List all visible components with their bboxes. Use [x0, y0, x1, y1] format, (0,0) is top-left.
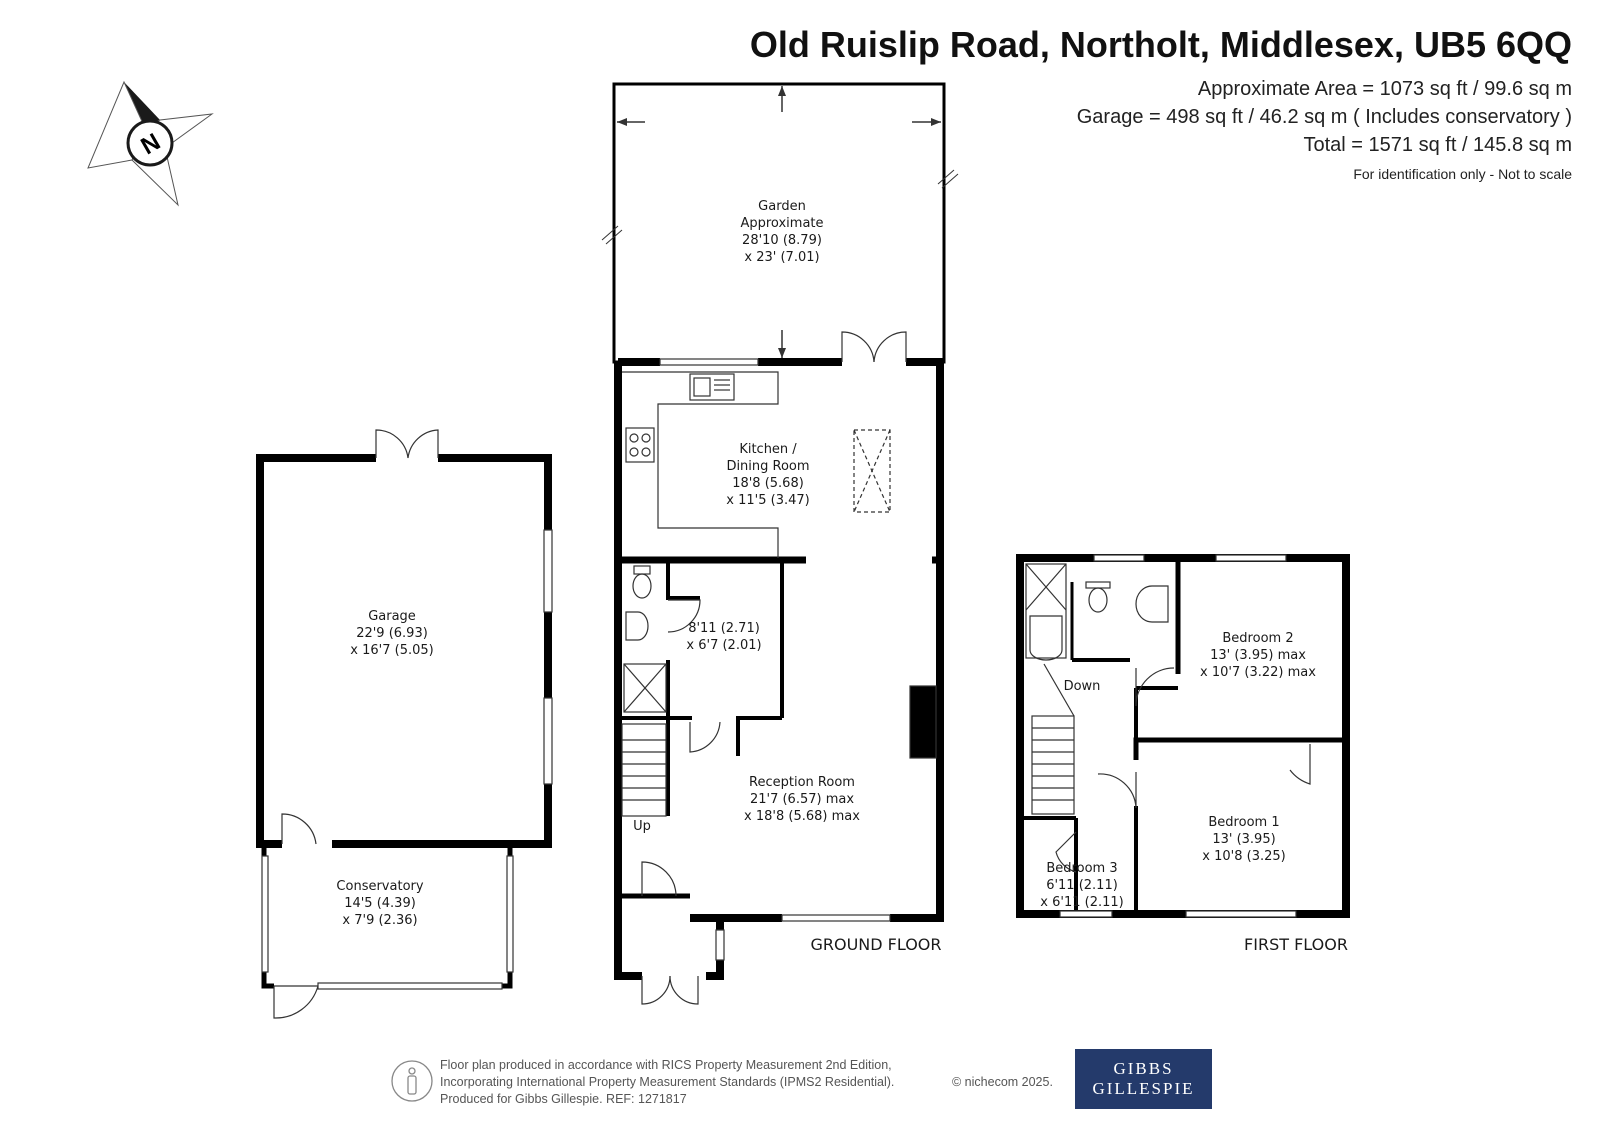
- ground-floor-fixtures: [621, 331, 937, 1005]
- approximate-area: Approximate Area = 1073 sq ft / 99.6 sq …: [1197, 78, 1572, 100]
- garage-fixtures: [281, 429, 553, 845]
- stairs-up-label: Up: [633, 819, 651, 834]
- bedroom2-dim-2: x 10'7 (3.22) max: [1200, 665, 1316, 680]
- bedroom2-dim-1: 13' (3.95) max: [1210, 648, 1306, 663]
- footer-line-1: Floor plan produced in accordance with R…: [440, 1058, 892, 1072]
- garden-label-2: Approximate: [740, 216, 823, 231]
- ground-floor-label: GROUND FLOOR: [810, 935, 941, 954]
- bedroom3-label: Bedroom 3: [1046, 861, 1117, 876]
- footer-line-3: Produced for Gibbs Gillespie. REF: 12718…: [440, 1092, 687, 1106]
- utility-dim-2: x 6'7 (2.01): [686, 638, 761, 653]
- garage-label: Garage: [368, 609, 416, 624]
- garden-dim-1: 28'10 (8.79): [742, 233, 822, 248]
- first-floor-fixtures: [1025, 554, 1311, 918]
- utility-dim-1: 8'11 (2.71): [688, 621, 760, 636]
- bedroom3-dim-2: x 6'11 (2.11): [1040, 895, 1123, 910]
- kitchen-label-2: Dining Room: [726, 459, 809, 474]
- conservatory-dim-2: x 7'9 (2.36): [342, 913, 417, 928]
- bedroom3-dim-1: 6'11 (2.11): [1046, 878, 1118, 893]
- reception-label: Reception Room: [749, 775, 855, 790]
- conservatory-fixtures: [261, 855, 514, 1019]
- copyright: © nichecom 2025.: [952, 1075, 1053, 1089]
- gibbs-gillespie-logo: GIBBS GILLESPIE: [1075, 1049, 1212, 1109]
- kitchen-dim-1: 18'8 (5.68): [732, 476, 804, 491]
- property-address-title: Old Ruislip Road, Northolt, Middlesex, U…: [749, 24, 1572, 65]
- bedroom1-dim-2: x 10'8 (3.25): [1202, 849, 1285, 864]
- person-icon: [391, 1060, 433, 1102]
- bedroom1-label: Bedroom 1: [1208, 815, 1279, 830]
- conservatory-label: Conservatory: [336, 879, 423, 894]
- room-labels: Garden Approximate 28'10 (8.79) x 23' (7…: [336, 199, 1348, 954]
- stairs-down-label: Down: [1064, 679, 1101, 694]
- footer-line-2: Incorporating International Property Mea…: [440, 1075, 895, 1089]
- kitchen-dim-2: x 11'5 (3.47): [726, 493, 809, 508]
- kitchen-label: Kitchen /: [739, 442, 797, 457]
- reception-dim-2: x 18'8 (5.68) max: [744, 809, 860, 824]
- garage-plan: [256, 454, 552, 848]
- first-floor-label: FIRST FLOOR: [1244, 935, 1348, 954]
- identification-note: For identification only - Not to scale: [1353, 166, 1572, 182]
- footer-disclaimer: Floor plan produced in accordance with R…: [440, 1057, 894, 1108]
- logo-line-1: GIBBS: [1113, 1059, 1174, 1078]
- garage-dim-1: 22'9 (6.93): [356, 626, 428, 641]
- reception-dim-1: 21'7 (6.57) max: [750, 792, 854, 807]
- bedroom1-dim-1: 13' (3.95): [1212, 832, 1275, 847]
- compass-icon: N: [87, 80, 214, 207]
- ground-floor-plan: [614, 358, 944, 980]
- garden-label: Garden: [758, 199, 806, 214]
- conservatory-dim-1: 14'5 (4.39): [344, 896, 416, 911]
- logo-line-2: GILLESPIE: [1092, 1079, 1195, 1098]
- total-area: Total = 1571 sq ft / 145.8 sq m: [1303, 134, 1573, 156]
- first-floor-plan: [1016, 554, 1350, 918]
- garden-dim-2: x 23' (7.01): [744, 250, 819, 265]
- garage-dim-2: x 16'7 (5.05): [350, 643, 433, 658]
- bedroom2-label: Bedroom 2: [1222, 631, 1293, 646]
- garage-area: Garage = 498 sq ft / 46.2 sq m ( Include…: [1076, 106, 1572, 128]
